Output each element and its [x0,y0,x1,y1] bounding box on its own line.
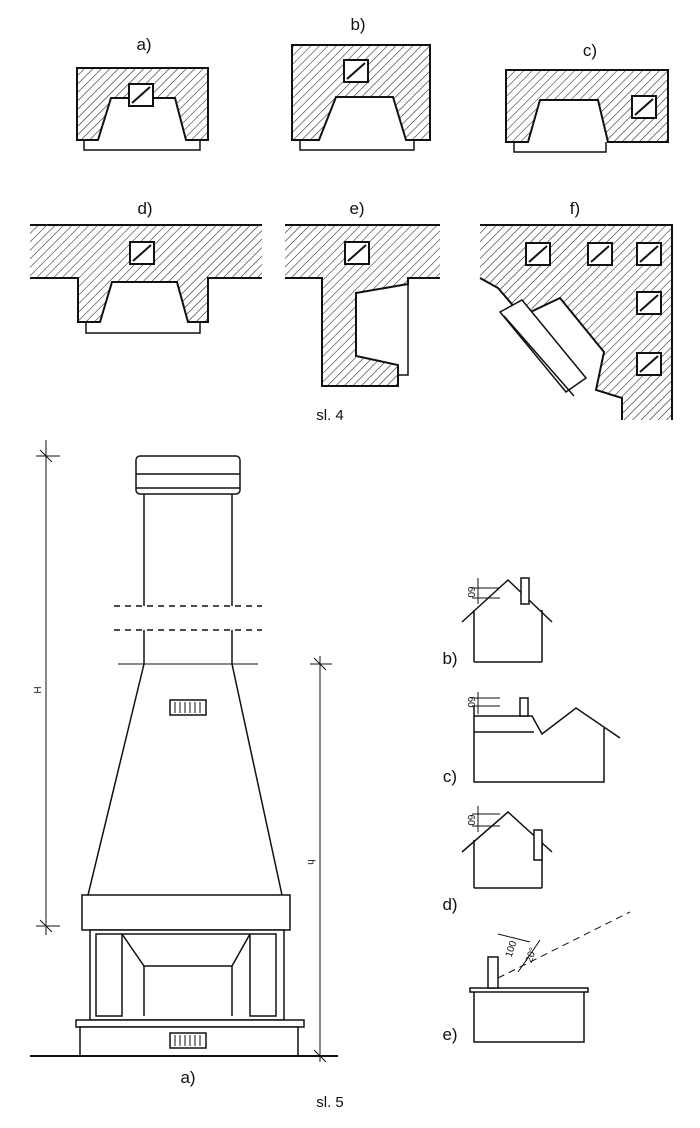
figure-5-caption: sl. 5 [316,1094,344,1111]
roof-variant-e: 100 20° e) [442,911,631,1044]
fireplace-plan-e: e) [285,199,440,387]
roof-c-clearance: 60 [465,696,476,708]
roof-d-clearance: 60 [465,814,476,826]
panel-label-f: f) [570,199,580,218]
fireplace-plan-f: f) [479,199,673,420]
roof-e-height: 100 [504,939,520,959]
roof-variant-d: 60 d) [442,806,553,914]
panel-label-d: d) [137,199,152,218]
panel-label-b: b) [350,15,365,34]
fireplace-plan-a: a) [76,35,209,151]
roof-variant-c: 60 c) [443,692,621,786]
dimension-H-label: H [31,686,42,693]
panel-label-c: c) [583,41,597,60]
roof-label-b: b) [442,649,457,668]
roof-e-angle: 20° [524,946,539,964]
roof-label-d: d) [442,895,457,914]
figure-4-caption: sl. 4 [316,407,344,424]
dimension-H: H [31,440,60,935]
roof-variant-b: 60 b) [442,577,553,668]
fireplace-plan-c: c) [505,41,669,153]
roof-label-c: c) [443,767,457,786]
dimension-h: h [305,656,332,1063]
fireplace-plan-d: d) [30,199,262,334]
fireplace-plan-b: b) [291,15,431,151]
roof-label-e: e) [442,1025,457,1044]
panel-label-a: a) [136,35,151,54]
elevation-label-a: a) [180,1068,195,1087]
fireplace-elevation-a [30,455,338,1057]
dimension-h-label: h [305,859,316,865]
panel-label-e: e) [349,199,364,218]
roof-b-clearance: 60 [465,586,476,598]
